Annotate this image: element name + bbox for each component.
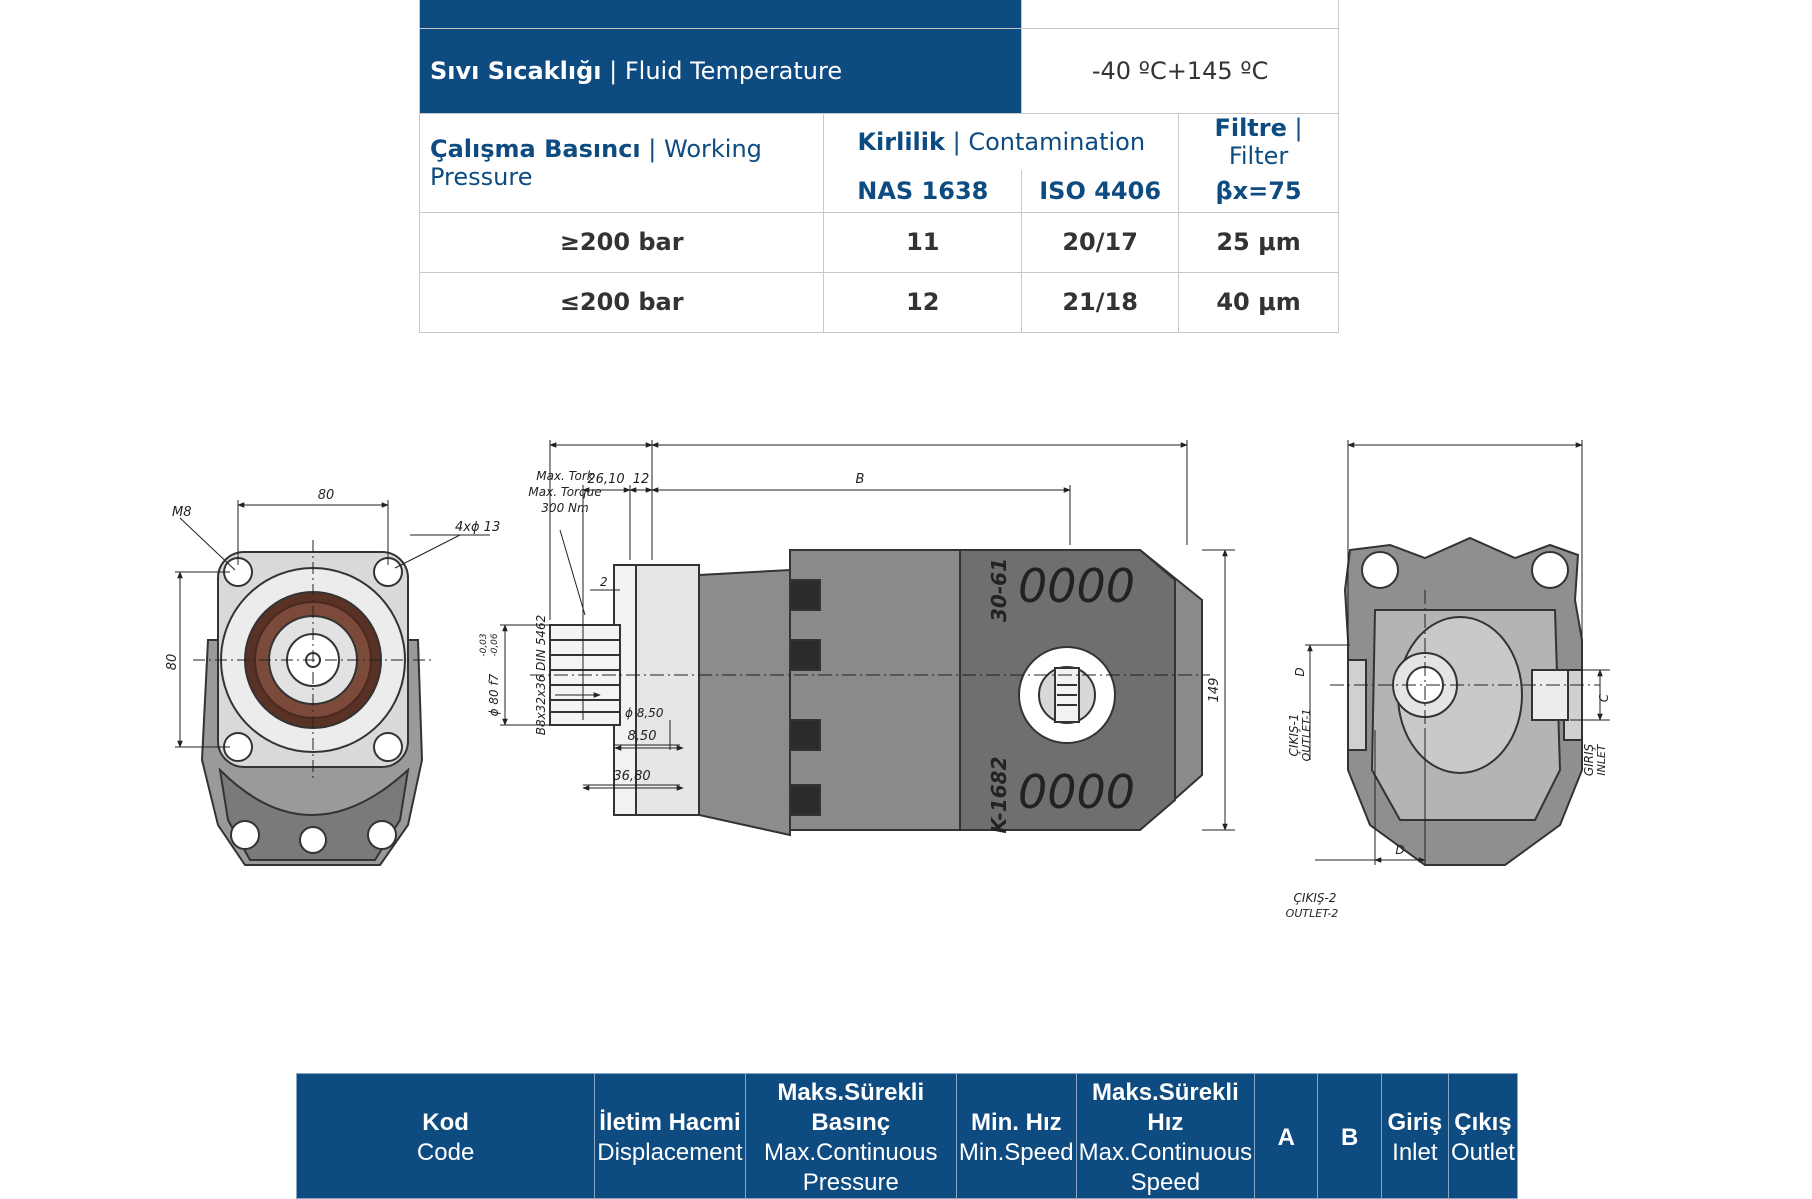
dim-12: 12 — [633, 472, 650, 487]
torque-label-3: 300 Nm — [541, 501, 588, 515]
iso-cell: 21/18 — [1021, 271, 1180, 333]
technical-drawing: 80 80 M8 4xϕ 13 30-61 0000 K-1682 000 — [165, 440, 1611, 920]
working-pressure-header: Çalışma Basıncı | Working Pressure — [418, 113, 825, 213]
stamp-top: 30-61 — [987, 558, 1011, 622]
iso-cell: 20/17 — [1021, 211, 1180, 273]
dim-26-10: 26,10 — [587, 472, 624, 487]
col-b: B — [1317, 1073, 1382, 1199]
dim-d-horizontal: D — [1395, 843, 1404, 857]
col-a: A — [1254, 1073, 1319, 1199]
dim-8-50: 8,50 — [628, 729, 657, 744]
spec-cell-cutoff-value — [1021, 0, 1339, 29]
front-width-label: 80 — [318, 488, 335, 503]
outlet-1-tr: ÇIKIŞ-1 — [1287, 714, 1301, 757]
outlet-1-en: OUTLET-1 — [1300, 709, 1313, 762]
stamp-top-digits: 0000 — [1018, 559, 1135, 613]
beta-header: βx=75 — [1178, 170, 1339, 213]
dim-149: 149 — [1207, 678, 1222, 703]
iso-4406-header: ISO 4406 — [1021, 170, 1180, 213]
fluid-temperature-label: Sıvı Sıcaklığı | Fluid Temperature — [418, 28, 1023, 114]
rear-view-dims — [1305, 440, 1610, 865]
nas-cell: 12 — [823, 271, 1023, 333]
pilot-label: ϕ 80 f7 — [487, 673, 501, 716]
torque-label-2: Max. Torque — [528, 485, 601, 499]
contamination-header: Kirlilik | Contamination — [823, 113, 1180, 170]
dim-55: 55 — [593, 440, 610, 442]
dim-d-vertical: D — [1293, 667, 1307, 676]
torque-label-1: Max. Tork — [536, 469, 595, 483]
pressure-cell: ≥200 bar — [418, 211, 825, 273]
nas-cell: 11 — [823, 211, 1023, 273]
rear-width-label: 114 — [1453, 440, 1478, 442]
spec-table: Sıvı Sıcaklığı | Fluid Temperature -40 º… — [418, 0, 1339, 333]
inlet-en: INLET — [1595, 743, 1608, 776]
tol-low-label: -0,06 — [490, 633, 500, 657]
inlet-tr: GİRİŞ — [1581, 743, 1596, 776]
thread-label: M8 — [172, 505, 192, 520]
dim-phi-8-50: ϕ 8,50 — [625, 706, 664, 720]
dim-a: A — [915, 440, 925, 442]
stamp-bottom: K-1682 — [987, 757, 1011, 834]
spec-row-header-top: Çalışma Basıncı | Working Pressure Kirli… — [418, 113, 1339, 213]
table-row: ≤200 bar 12 21/18 40 μm — [418, 271, 1339, 333]
pressure-cell: ≤200 bar — [418, 271, 825, 333]
outlet-2-tr: ÇIKIŞ-2 — [1294, 891, 1337, 905]
tol-up-label: -0,03 — [479, 633, 489, 657]
side-view-dims — [500, 440, 1235, 831]
rear-view — [1343, 536, 1583, 866]
filter-header: Filtre | Filter — [1178, 113, 1339, 170]
stamp-bottom-digits: 0000 — [1018, 765, 1135, 819]
front-height-label: 80 — [165, 654, 180, 671]
nas-1638-header: NAS 1638 — [823, 170, 1023, 213]
filter-cell: 40 μm — [1178, 271, 1339, 333]
dim-2: 2 — [600, 575, 608, 589]
holes-label: 4xϕ 13 — [455, 520, 500, 535]
shaft-label: B8x32x36 DIN 5462 — [534, 615, 548, 736]
dim-b: B — [856, 472, 865, 487]
front-view-dims — [175, 500, 490, 780]
outlet-2-en: OUTLET-2 — [1286, 907, 1339, 920]
spec-row-cutoff — [418, 0, 1339, 29]
spec-row-header-sub: NAS 1638 ISO 4406 βx=75 — [420, 170, 1339, 213]
datasheet-page: Sıvı Sıcaklığı | Fluid Temperature -40 º… — [165, 0, 1611, 1199]
filter-cell: 25 μm — [1178, 211, 1339, 273]
spec-cell-cutoff-label — [418, 0, 1023, 29]
spec-row-fluid-temperature: Sıvı Sıcaklığı | Fluid Temperature -40 º… — [418, 28, 1339, 114]
dim-c: C — [1597, 693, 1611, 702]
front-view — [200, 551, 424, 866]
dim-36-80: 36,80 — [613, 769, 650, 784]
fluid-temperature-value: -40 ºC+145 ºC — [1021, 28, 1339, 114]
table-row: ≥200 bar 11 20/17 25 μm — [418, 211, 1339, 273]
side-view — [549, 549, 1203, 837]
